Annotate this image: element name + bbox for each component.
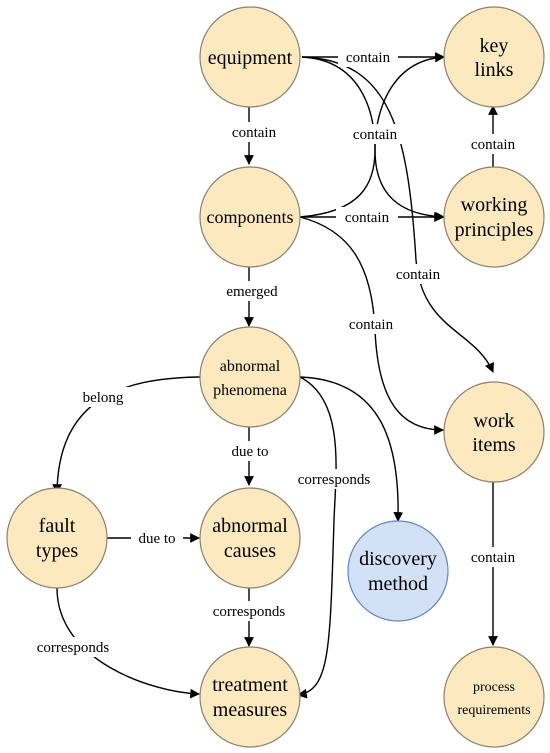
node-process-requirements-label-line1: process — [473, 680, 515, 695]
node-abnormal-causes[interactable]: abnormal causes — [199, 487, 301, 589]
node-process-requirements-circle — [443, 646, 545, 748]
node-working-principles-label-line1: working — [461, 194, 528, 216]
node-components-circle — [199, 166, 301, 268]
edge-label-fault-types-treatment-measures: corresponds — [37, 640, 110, 656]
node-treatment-measures-label-line2: measures — [213, 699, 288, 721]
node-treatment-measures[interactable]: treatment measures — [199, 646, 301, 748]
node-treatment-measures-circle — [199, 646, 301, 748]
edge-label-abnormal-causes-treatment-measures: corresponds — [213, 604, 286, 620]
edge-label-working-principles-key-links: contain — [471, 137, 516, 153]
edge-label-equipment-components: contain — [232, 125, 277, 141]
node-working-principles-label-line2: principles — [455, 219, 534, 241]
node-key-links-circle — [443, 6, 545, 108]
edge-labels: contain contain contain contain contain … — [27, 47, 521, 657]
edge-label-equipment-key-links: contain — [346, 50, 391, 66]
node-discovery-method-label-line2: method — [368, 573, 428, 595]
edge-label-components-working-principles: contain — [345, 210, 390, 226]
node-key-links-label-line1: key — [480, 35, 509, 57]
node-fault-types-circle — [6, 487, 108, 589]
node-work-items-label-line2: items — [472, 434, 516, 456]
node-key-links[interactable]: key links — [443, 6, 545, 108]
node-working-principles[interactable]: working principles — [443, 166, 545, 268]
edge-label-equipment-work-items: contain — [396, 267, 441, 283]
node-equipment-circle — [199, 6, 301, 108]
edge-label-components-key-links: contain — [353, 127, 398, 143]
edge-label-abnormal-phenomena-fault-types: belong — [83, 390, 124, 406]
node-abnormal-phenomena-label-line1: abnormal — [220, 358, 281, 375]
edge-abnormal-phenomena-discovery-method — [299, 376, 404, 522]
node-treatment-measures-label-line1: treatment — [212, 674, 288, 696]
node-discovery-method-label-line1: discovery — [359, 548, 437, 570]
edge-components-key-links — [299, 52, 445, 218]
node-discovery-method[interactable]: discovery method — [347, 520, 449, 622]
edge-label-work-items-process-requirements: contain — [471, 550, 516, 566]
edge-abnormal-phenomena-treatment-measures — [297, 376, 337, 699]
node-abnormal-causes-circle — [199, 487, 301, 589]
node-abnormal-phenomena[interactable]: abnormal phenomena — [199, 326, 301, 428]
edge-label-abnormal-phenomena-treatment-measures: corresponds — [298, 472, 371, 488]
node-components[interactable]: components — [199, 166, 301, 268]
node-abnormal-phenomena-label-line2: phenomena — [213, 382, 287, 399]
edge-label-components-abnormal-phenomena: emerged — [226, 284, 278, 300]
edge-equipment-work-items — [301, 56, 495, 373]
edge-fault-types-treatment-measures — [56, 587, 200, 699]
node-abnormal-causes-label-line2: causes — [224, 540, 276, 562]
nodes: equipment key links components working p… — [6, 6, 545, 748]
node-discovery-method-circle — [347, 520, 449, 622]
node-equipment-label: equipment — [208, 47, 293, 69]
node-fault-types-label-line2: types — [36, 540, 78, 562]
node-key-links-label-line2: links — [475, 59, 514, 81]
node-fault-types-label-line1: fault — [39, 515, 76, 537]
node-work-items-label-line1: work — [473, 410, 514, 432]
node-abnormal-phenomena-circle — [199, 326, 301, 428]
node-work-items[interactable]: work items — [443, 381, 545, 483]
node-components-label: components — [207, 207, 294, 227]
node-fault-types[interactable]: fault types — [6, 487, 108, 589]
node-equipment[interactable]: equipment — [199, 6, 301, 108]
edge-label-components-work-items: contain — [349, 317, 394, 333]
node-work-items-circle — [443, 381, 545, 483]
node-abnormal-causes-label-line1: abnormal — [212, 515, 288, 537]
node-process-requirements-label-line2: requirements — [457, 703, 530, 718]
node-process-requirements[interactable]: process requirements — [443, 646, 545, 748]
node-working-principles-circle — [443, 166, 545, 268]
edge-label-fault-types-abnormal-causes: due to — [138, 531, 175, 547]
edge-label-abnormal-phenomena-abnormal-causes: due to — [231, 444, 268, 460]
